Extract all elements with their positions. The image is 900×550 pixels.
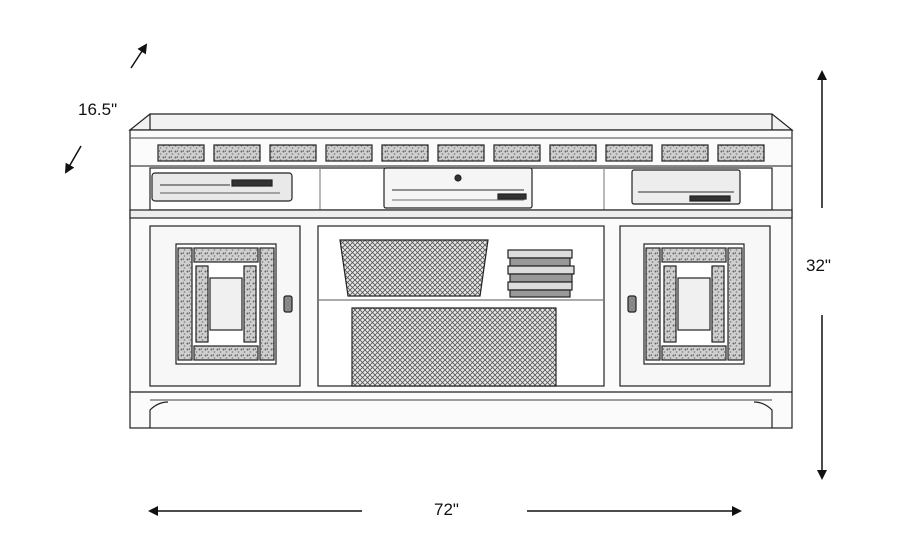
height-dimension-label: 32" [806, 256, 831, 275]
electronics [151, 167, 741, 209]
depth-arrow-back [130, 43, 148, 69]
wicker-basket-upper [339, 239, 489, 297]
vcr-device [151, 172, 293, 202]
dvd-player [383, 167, 533, 209]
left-cabinet-door [149, 225, 301, 387]
console [128, 113, 794, 429]
width-dimension-label: 72" [434, 500, 459, 519]
right-cabinet-door [619, 225, 771, 387]
stone-tile-strip [157, 144, 765, 162]
right-foot [753, 401, 773, 428]
console-top [128, 113, 794, 131]
depth-dimension-label: 16.5" [78, 100, 118, 119]
center-bay [317, 225, 605, 387]
depth-arrow-front [65, 145, 82, 174]
wicker-basket-lower [351, 307, 557, 387]
left-foot [149, 401, 169, 428]
book-stack [507, 249, 575, 298]
